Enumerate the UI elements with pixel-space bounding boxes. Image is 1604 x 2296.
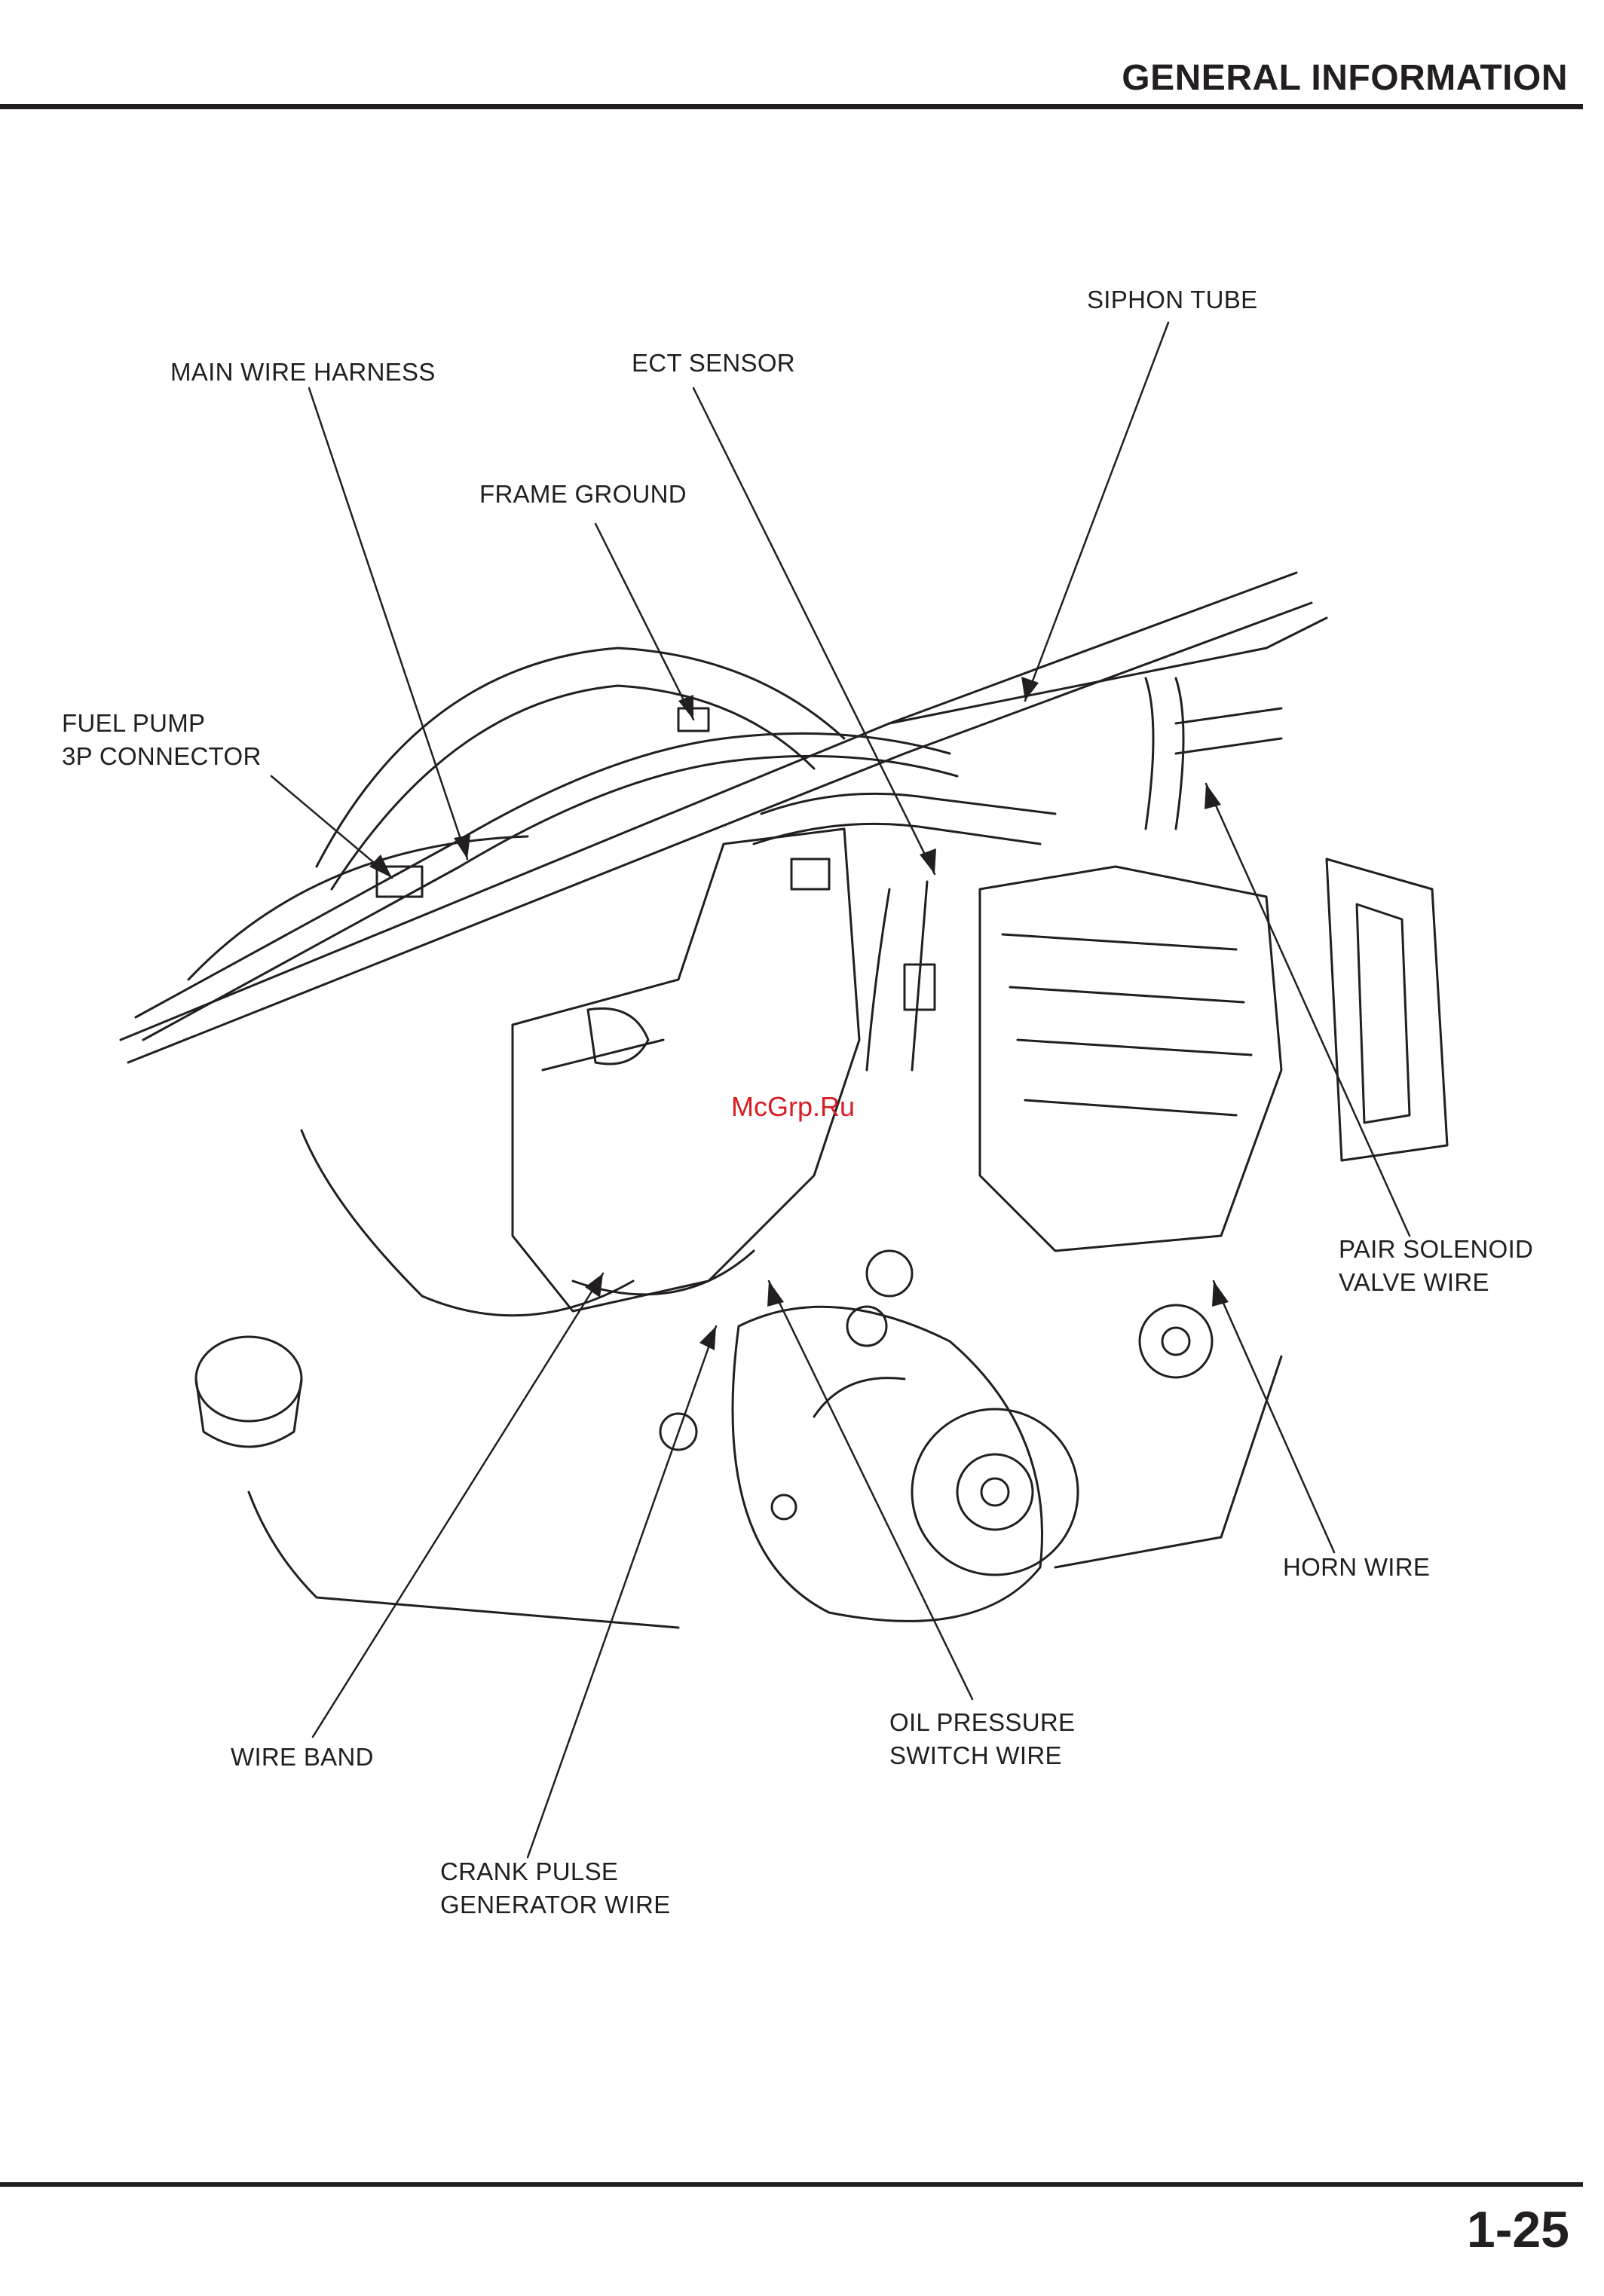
callout-ect-sensor: ECT SENSOR (632, 347, 795, 380)
callout-main-wire-harness: MAIN WIRE HARNESS (170, 356, 436, 389)
callout-horn-wire: HORN WIRE (1283, 1551, 1430, 1584)
callout-frame-ground: FRAME GROUND (479, 478, 687, 511)
callout-wire-band: WIRE BAND (231, 1741, 374, 1774)
callout-crank-pulse-generator-wire: CRANK PULSE GENERATOR WIRE (440, 1855, 671, 1921)
callout-siphon-tube: SIPHON TUBE (1087, 283, 1257, 316)
callout-pair-solenoid-valve-wire: PAIR SOLENOID VALVE WIRE (1339, 1233, 1533, 1299)
page-number: 1-25 (1467, 2200, 1569, 2259)
watermark-text: McGrp.Ru (731, 1091, 855, 1123)
footer-rule (0, 2182, 1583, 2187)
callout-oil-pressure-switch-wire: OIL PRESSURE SWITCH WIRE (889, 1706, 1075, 1772)
callout-fuel-pump-connector: FUEL PUMP 3P CONNECTOR (62, 707, 262, 773)
